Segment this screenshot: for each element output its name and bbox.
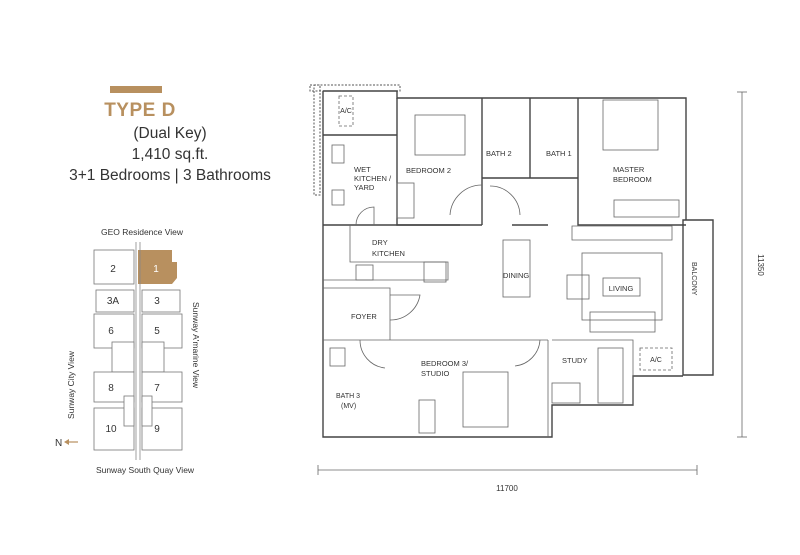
plan-line	[141, 341, 165, 373]
bed-bedroom2	[414, 114, 466, 156]
key-unit-label: 6	[108, 326, 114, 337]
plan-line	[355, 206, 375, 226]
key-unit-label: 7	[154, 383, 160, 394]
height-dimension: 11350	[756, 254, 765, 276]
bed-master	[602, 99, 659, 151]
label-bedroom3: STUDIO	[421, 369, 450, 378]
key-unit-label: 1	[153, 264, 159, 275]
plan-line	[338, 95, 354, 127]
key-unit-1-shape	[138, 250, 177, 284]
plan-line	[418, 399, 436, 434]
plan-line	[571, 225, 673, 241]
plan-line	[141, 395, 153, 427]
label-master-bedroom: MASTER	[613, 165, 645, 174]
label-wet-kitchen: WET	[354, 165, 371, 174]
key-unit-2-shape	[93, 249, 135, 285]
unit-rooms: 3+1 Bedrooms | 3 Bathrooms	[69, 167, 271, 184]
label-bath3: (MV)	[341, 403, 356, 410]
plan-line	[355, 264, 374, 281]
label-bath1: BATH 1	[546, 149, 572, 158]
label-dry-kitchen: KITCHEN	[372, 249, 405, 258]
key-unit-label: 5	[154, 326, 160, 337]
key-unit-label: 2	[110, 264, 116, 275]
key-unit-label: 9	[154, 424, 160, 435]
label-wet-kitchen: YARD	[354, 183, 375, 192]
key-unit-label: 3	[154, 296, 160, 307]
plan-line	[359, 339, 541, 369]
label-dry-kitchen: DRY	[372, 238, 388, 247]
floor-plan: A/C WET KITCHEN / YARD BEDROOM 2 BATH 2 …	[309, 84, 714, 438]
plan-line	[449, 184, 521, 216]
plan-line	[331, 189, 345, 206]
plan-line	[396, 98, 686, 226]
plan-line	[396, 182, 415, 219]
north-label: N	[55, 438, 62, 449]
bed-bedroom3	[462, 371, 509, 428]
plan-line	[423, 261, 447, 283]
key-view-left: Sunway City View	[66, 350, 76, 419]
label-study: STUDY	[562, 356, 587, 365]
label-living: LIVING	[609, 284, 634, 293]
unit-type-title: TYPE D	[104, 100, 176, 121]
label-bath3: BATH 3	[336, 393, 360, 400]
plan-line	[323, 225, 634, 437]
plan-line	[323, 134, 548, 226]
sofa	[589, 311, 656, 333]
label-ac-bottom: A/C	[650, 357, 662, 364]
label-bath2: BATH 2	[486, 149, 512, 158]
plan-line	[111, 341, 135, 373]
key-unit-label: 3A	[107, 296, 120, 307]
plan-line	[64, 439, 69, 445]
key-view-bottom: Sunway South Quay View	[96, 465, 195, 475]
unit-subtitle: (Dual Key)	[133, 125, 207, 142]
key-view-right: Sunway A'marine View	[191, 302, 201, 389]
label-master-bedroom: BEDROOM	[613, 175, 652, 184]
balcony-outline	[682, 219, 714, 376]
key-unit-label: 8	[108, 383, 114, 394]
unit-area: 1,410 sq.ft.	[131, 146, 209, 163]
dining-table	[502, 239, 531, 298]
bed-study	[597, 347, 624, 404]
label-balcony: BALCONY	[690, 262, 697, 296]
label-bedroom3: BEDROOM 3/	[421, 359, 469, 368]
plan-line	[123, 395, 135, 427]
plan-line	[389, 294, 421, 321]
key-unit-label: 10	[105, 424, 117, 435]
label-wet-kitchen: KITCHEN /	[354, 174, 392, 183]
plan-line	[551, 382, 581, 404]
accent-bar	[110, 86, 162, 93]
plan-line	[95, 289, 135, 313]
plan-line	[329, 347, 346, 367]
planter-left	[313, 84, 321, 196]
ac-ledge	[639, 347, 673, 371]
living-label-box	[602, 277, 641, 297]
planter-top	[309, 84, 401, 92]
outer-wall	[322, 90, 687, 438]
width-dimension: 11700	[496, 484, 518, 493]
plan-line	[141, 289, 181, 313]
key-view-top: GEO Residence View	[101, 227, 184, 237]
label-ac-top: A/C	[340, 108, 352, 115]
key-plan: GEO Residence View Sunway South Quay Vie…	[55, 227, 201, 475]
plan-line	[613, 199, 680, 218]
armchair	[566, 274, 590, 300]
label-foyer: FOYER	[351, 312, 377, 321]
living-rug	[581, 252, 663, 321]
label-bedroom2: BEDROOM 2	[406, 166, 451, 175]
dimensions: 11700 11350	[317, 91, 765, 493]
plan-line	[331, 144, 345, 164]
label-dining: DINING	[503, 271, 529, 280]
